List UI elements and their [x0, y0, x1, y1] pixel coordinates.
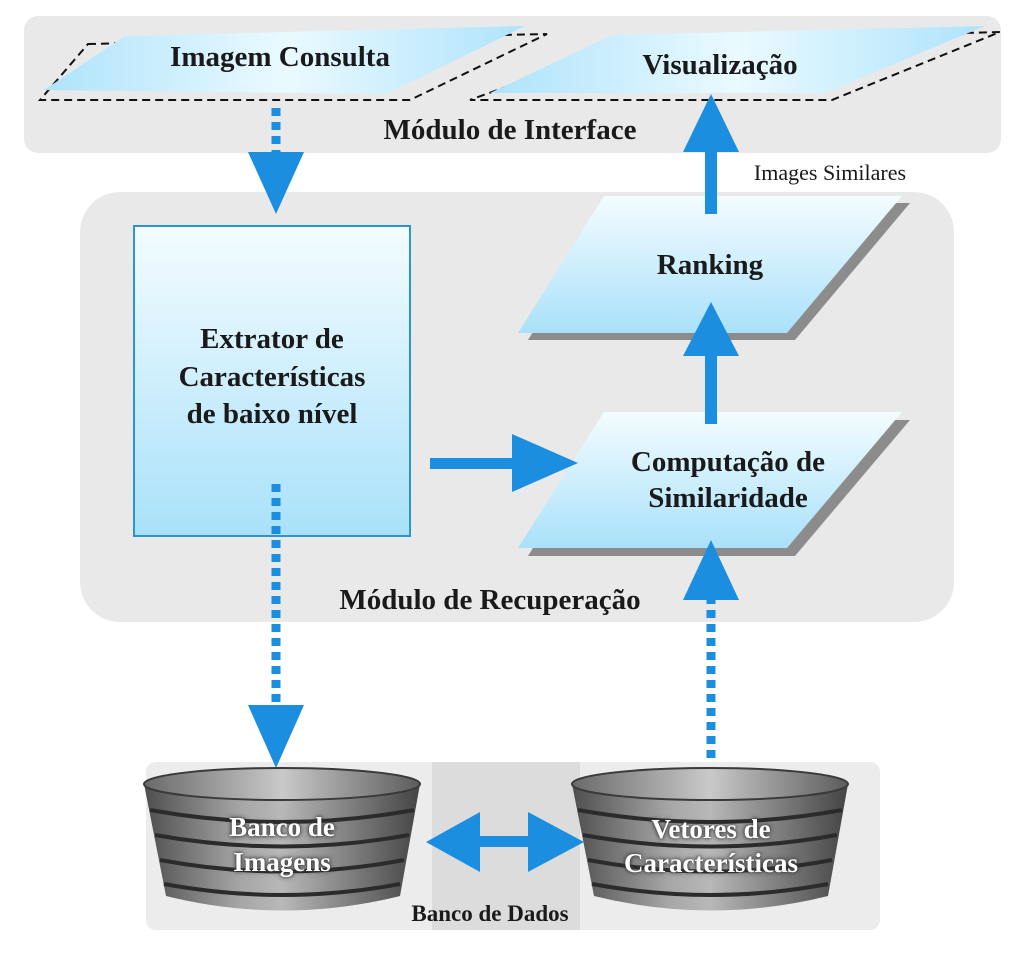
vectors-to-similarity-arrow: [683, 540, 739, 758]
image-bank-cylinder: [143, 767, 421, 911]
interface-module-label: Módulo de Interface: [383, 114, 637, 146]
similarity-line-1: Computação de: [630, 446, 826, 478]
query-to-extractor-arrow: [248, 108, 304, 214]
query-image-shape: [37, 26, 548, 101]
database-label: Banco de Dados: [411, 901, 569, 926]
feature-vectors-line-1: Vetores de: [651, 814, 771, 844]
database-bidirectional-arrow: [426, 812, 584, 872]
visualization-shape: [469, 26, 1001, 101]
extractor-to-image-bank-arrow: [248, 484, 304, 768]
similarity-to-ranking-arrow: [683, 302, 739, 424]
visualization-label: Visualização: [642, 49, 798, 81]
similarity-line-2: Similaridade: [648, 482, 808, 514]
image-bank-line-2: Imagens: [233, 847, 331, 877]
query-image-label: Imagem Consulta: [170, 41, 390, 73]
ranking-to-visualization-arrow: [683, 94, 739, 214]
image-bank-line-1: Banco de: [229, 812, 335, 842]
retrieval-module-label: Módulo de Recuperação: [339, 584, 641, 616]
ranking-label: Ranking: [656, 249, 764, 281]
similar-images-label: Images Similares: [753, 160, 907, 185]
similarity-shape: [518, 412, 910, 556]
feature-vectors-line-2: Características: [624, 848, 798, 878]
feature-vectors-cylinder: [571, 767, 849, 911]
extractor-line-1: Extrator de: [200, 323, 344, 355]
ranking-shape: [518, 196, 910, 340]
extractor-line-2: Características: [178, 361, 366, 393]
extractor-to-similarity-arrow: [430, 434, 578, 492]
extractor-line-3: de baixo nível: [186, 398, 358, 430]
